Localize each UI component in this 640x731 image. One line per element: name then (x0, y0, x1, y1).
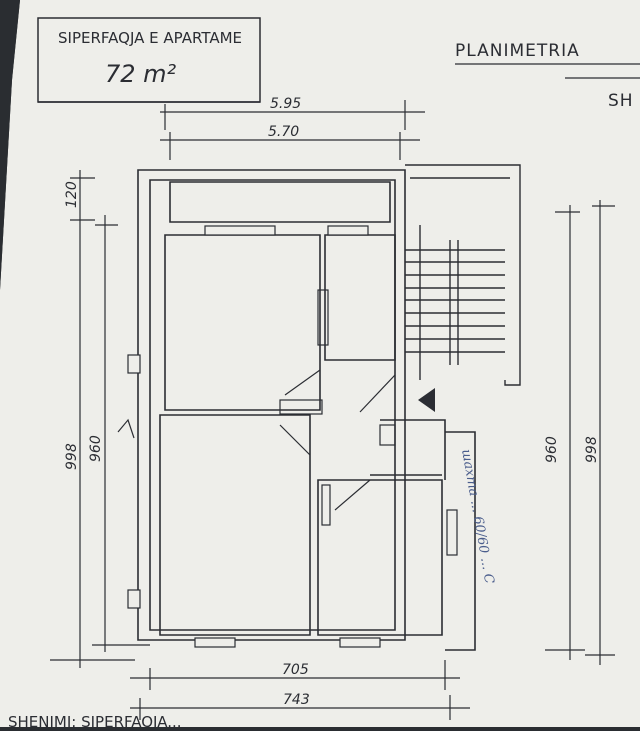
walls (137, 169, 476, 651)
dim-right-inner: 960 (544, 436, 560, 463)
entrance-arrow-icon (418, 388, 435, 412)
area-box-value: 72 m² (105, 60, 177, 88)
top-dimension-lines (160, 100, 425, 160)
page-title: PLANIMETRIA (455, 41, 580, 61)
dim-top-outer: 5.95 (270, 96, 301, 112)
dim-bottom-inner: 705 (282, 662, 309, 678)
right-dimension-lines (545, 200, 615, 665)
dim-bottom-outer: 743 (283, 692, 310, 708)
dim-left-small: 120 (64, 181, 80, 208)
footer-fragment: SHENIMI: SIPERFAQJA... (8, 713, 182, 727)
subtitle-fragment: SH (608, 91, 634, 111)
windows (127, 225, 458, 648)
door-swings (279, 289, 396, 526)
stairwell (405, 164, 521, 386)
left-dimension-lines (50, 170, 150, 668)
bottom-dimension-lines (130, 660, 470, 720)
area-box-label: SIPERFAQJA E APARTAME (58, 29, 242, 47)
dim-left-inner: 960 (88, 435, 104, 462)
dim-left-outer: 998 (64, 443, 80, 470)
dim-right-outer: 998 (584, 436, 600, 463)
dim-top-inner: 5.70 (268, 124, 299, 140)
